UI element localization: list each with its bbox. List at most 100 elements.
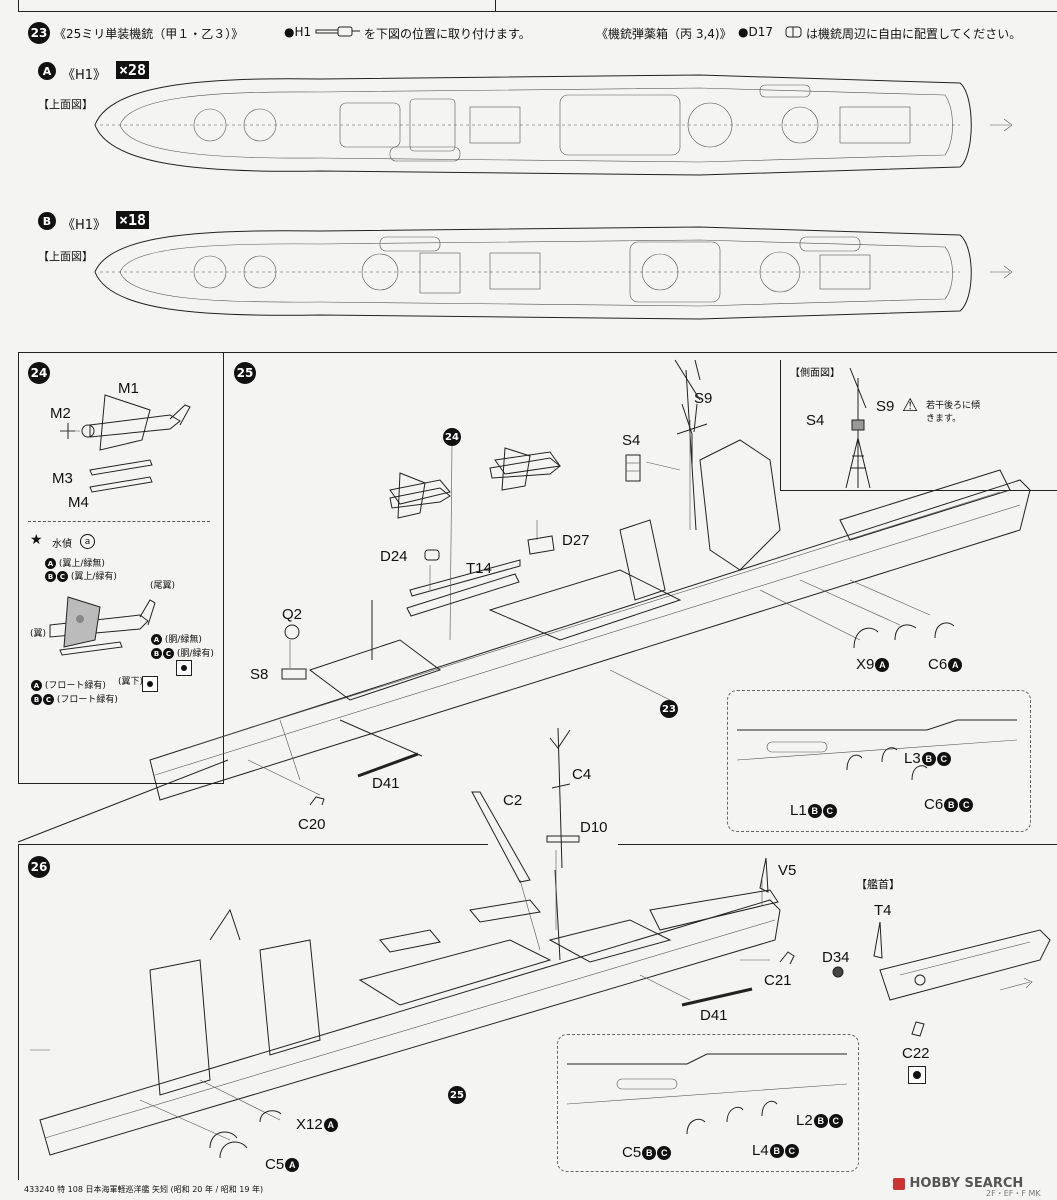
- variant-b-view-label: 【上面図】: [38, 250, 93, 263]
- ammo-instruction: は機銃周辺に自由に配置してください。: [806, 27, 1022, 41]
- part-s4: [625, 454, 641, 482]
- label-m3: M3: [52, 470, 73, 487]
- note-tail: (尾翼): [150, 581, 176, 591]
- step-25-frame-diagonal: [17, 759, 229, 843]
- label-s9-side: S9: [876, 398, 895, 415]
- bow-section: [879, 929, 1051, 1001]
- parts-x12-c5: [209, 1110, 282, 1159]
- part-t4: [873, 921, 883, 959]
- floatplane-on-ship: [389, 447, 561, 519]
- step-24-ref: 24: [443, 428, 461, 446]
- step-26-frame-left: [18, 844, 19, 1180]
- part-d34: [832, 966, 844, 978]
- star-icon: ★: [30, 532, 43, 548]
- variant-b-badge: B: [38, 212, 56, 230]
- bow-label: 【艦首】: [856, 878, 900, 891]
- step-23-part-ref: ●H1: [284, 25, 312, 39]
- part-s9: [676, 403, 708, 464]
- part-q2: [284, 624, 300, 640]
- step-23-number: 23: [28, 22, 50, 44]
- mast-side-view: [845, 367, 871, 489]
- ship-top-view-b: [94, 226, 1013, 320]
- cruiser-assembly-25: [149, 359, 1031, 801]
- step-26-frame-top-left: [18, 844, 488, 845]
- label-v5: V5: [778, 862, 797, 879]
- label-c22: C22: [902, 1045, 930, 1062]
- note-wing: (翼): [30, 629, 47, 639]
- label-d10: D10: [580, 819, 608, 836]
- parts-x9-c6: [853, 622, 955, 649]
- label-m4: M4: [68, 494, 89, 511]
- detail-26-ship: [566, 1053, 848, 1135]
- note-a-body: A (胴/緑無): [150, 632, 202, 645]
- part-s8: [281, 668, 307, 680]
- variant-b-quantity: ×18: [116, 211, 150, 229]
- step-23-instruction: を下図の位置に取り付けます。: [364, 27, 531, 41]
- part-c20: [309, 796, 325, 806]
- label-d41-26: D41: [700, 1007, 728, 1024]
- part-c21: [779, 951, 795, 965]
- hinomaru-icon-3: [908, 1066, 926, 1084]
- gun-part-icon: [315, 26, 360, 37]
- note-a-wing-top: A (翼上/緑無): [44, 556, 105, 569]
- label-d27: D27: [562, 532, 590, 549]
- part-d41-26: [681, 987, 753, 1007]
- label-c21: C21: [764, 972, 792, 989]
- step-24-divider: [28, 521, 210, 522]
- label-t14: T14: [466, 560, 492, 577]
- label-d34: D34: [822, 949, 850, 966]
- part-v5: [759, 857, 769, 893]
- caution-text: 若干後ろに傾きます。: [926, 401, 981, 424]
- ammo-box-icon: [785, 26, 802, 38]
- side-view-label: 【側面図】: [790, 368, 840, 379]
- label-c20: C20: [298, 816, 326, 833]
- label-q2: Q2: [282, 606, 303, 623]
- step-24-number: 24: [28, 362, 50, 384]
- hinomaru-icon: [176, 660, 192, 676]
- label-t4: T4: [874, 902, 892, 919]
- label-c4: C4: [572, 766, 592, 783]
- footer-brand: HOBBY SEARCH: [893, 1176, 1023, 1191]
- part-t14: [406, 573, 520, 617]
- label-s4-side: S4: [806, 412, 825, 429]
- part-d41: [357, 752, 419, 778]
- ship-top-view-a: [94, 74, 1013, 176]
- arrows-25: [247, 420, 931, 796]
- variant-a-part: 《H1》: [62, 68, 107, 83]
- step-25-frame-top: [222, 352, 1057, 353]
- part-d27: [527, 535, 555, 555]
- label-c2: C2: [503, 792, 523, 809]
- step-25-number: 25: [234, 362, 256, 384]
- footer-code: 433240 特 108 日本海軍軽巡洋艦 矢矧 (昭和 20 年 / 昭和 1…: [24, 1185, 264, 1194]
- note-a-float: A (フロート緑有): [30, 678, 106, 691]
- variant-a-quantity: ×28: [116, 61, 150, 79]
- step-26-number: 26: [28, 856, 50, 878]
- paint-note: 水偵: [52, 539, 72, 550]
- label-d41: D41: [372, 775, 400, 792]
- step-25-ref: 25: [448, 1086, 466, 1104]
- variant-b-part: 《H1》: [62, 218, 107, 233]
- hinomaru-icon-2: [142, 676, 158, 692]
- caution-icon: ⚠: [902, 395, 919, 416]
- detail-25-ship: [736, 719, 1018, 781]
- label-m1: M1: [118, 380, 139, 397]
- side-view-box: [780, 360, 1057, 491]
- part-c22: [911, 1021, 925, 1037]
- floatplane-exploded: [60, 394, 191, 493]
- label-m2: M2: [50, 405, 71, 422]
- part-d10: [546, 835, 580, 843]
- ammo-part-ref: ●D17: [738, 25, 773, 39]
